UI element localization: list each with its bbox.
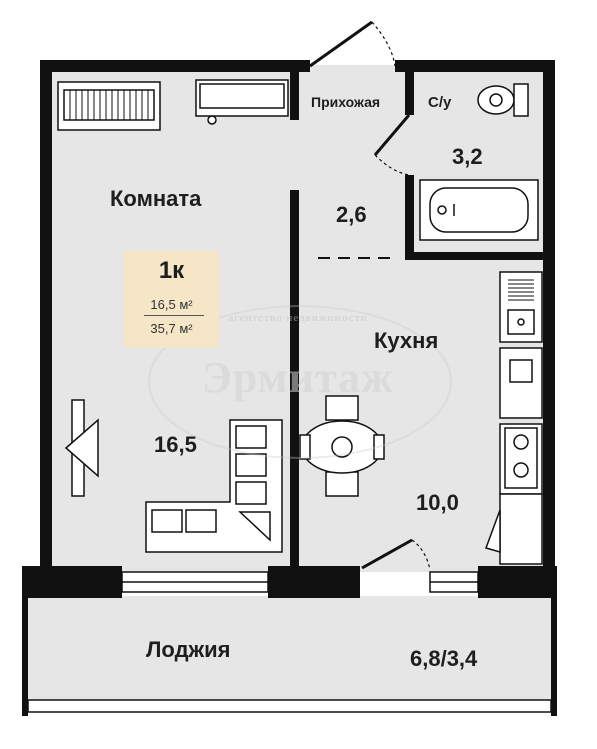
balcony-door	[361, 538, 431, 571]
total-area: 35,7 м²	[150, 321, 193, 336]
kitchen-counter	[485, 271, 543, 565]
room-area-kukhnya: 10,0	[416, 490, 459, 515]
room-name-lodzhiya: Лоджия	[146, 637, 231, 662]
loggia-floor	[22, 596, 557, 708]
room-area-komnata: 16,5	[154, 432, 197, 457]
room-name-komnata: Комната	[110, 186, 202, 211]
window-kitchen	[429, 571, 479, 593]
room-area-lodzhiya: 6,8/3,4	[410, 646, 478, 671]
watermark-brand: Эрмитаж	[201, 353, 395, 402]
tv-stand	[195, 79, 289, 125]
room-name-prikhozhaya: Прихожая	[311, 94, 381, 110]
room-area-su: 3,2	[452, 144, 483, 169]
bathroom-door	[373, 114, 411, 176]
bathtub	[419, 179, 539, 241]
room-name-su: С/у	[428, 94, 452, 111]
watermark-ring	[148, 305, 452, 459]
wardrobe	[64, 399, 99, 497]
watermark-tagline: агентство недвижимости	[228, 312, 368, 324]
apartment-type: 1к	[158, 257, 185, 284]
entrance-door	[309, 20, 396, 68]
window-room	[121, 571, 269, 593]
badge-divider	[144, 315, 204, 316]
room-name-kukhnya: Кухня	[374, 328, 439, 353]
radiator	[57, 81, 161, 131]
toilet	[477, 83, 529, 117]
apartment-badge: 1к 16,5 м² 35,7 м²	[124, 251, 219, 348]
room-area-prikhozhaya: 2,6	[336, 202, 367, 227]
living-area: 16,5 м²	[150, 297, 193, 312]
loggia-railing	[27, 699, 552, 713]
